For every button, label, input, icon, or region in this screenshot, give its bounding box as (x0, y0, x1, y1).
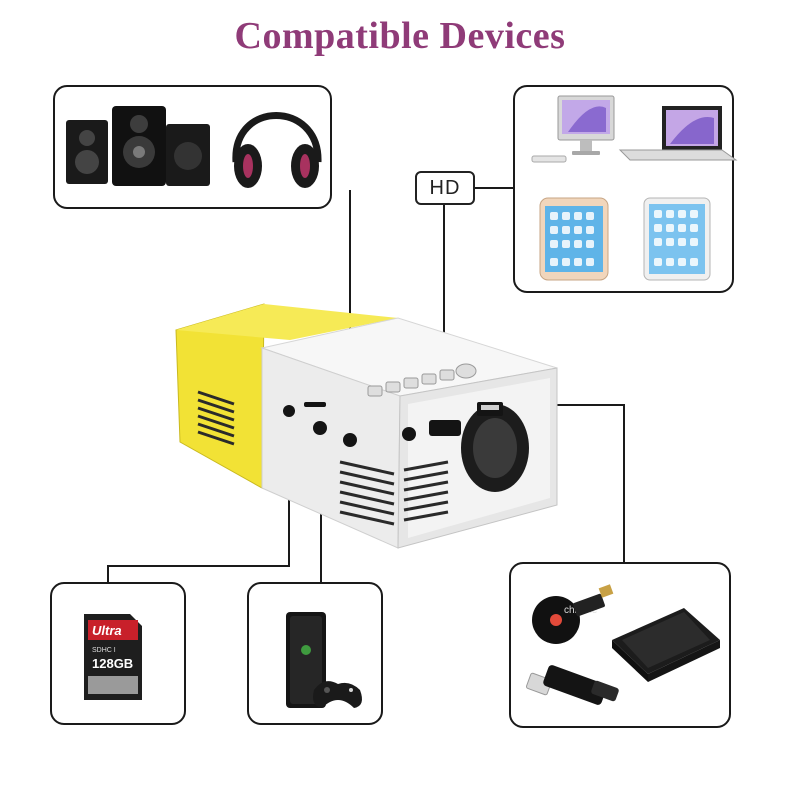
tablet-image (643, 197, 711, 281)
projector-yellow-top (176, 304, 398, 340)
mini-projector (175, 303, 558, 549)
usb-port-tongue (481, 405, 499, 410)
sd-card-type: SDHC I (92, 647, 116, 654)
projector-lens-inner (473, 418, 517, 478)
sd-card-brand: Ultra (92, 623, 122, 638)
laptop-image (618, 106, 738, 161)
av-port (283, 405, 295, 417)
sd-card-image: Ultra SDHC I 128GB (84, 614, 142, 700)
speakers-image (66, 106, 210, 186)
sd-card-capacity: 128GB (92, 656, 133, 671)
headphones-image (232, 112, 322, 188)
audio-jack (343, 433, 357, 447)
usb-flash-drive-image (525, 665, 619, 705)
hd-label: HD (415, 171, 475, 205)
sd-slot (304, 402, 326, 407)
chromecast-image: chrome (532, 584, 614, 644)
top-buttons (367, 363, 477, 397)
front-vent (403, 460, 449, 522)
yellow-vent (197, 390, 235, 446)
side-vent (339, 460, 395, 526)
dc-power-port (402, 427, 416, 441)
hdmi-port (429, 420, 461, 436)
game-console-image (286, 612, 362, 708)
smartphone-image (539, 197, 609, 281)
external-hard-drive-image (612, 608, 720, 682)
desktop-monitor-image (531, 95, 615, 163)
av-jack (313, 421, 327, 435)
page-title: Compatible Devices (234, 15, 566, 57)
